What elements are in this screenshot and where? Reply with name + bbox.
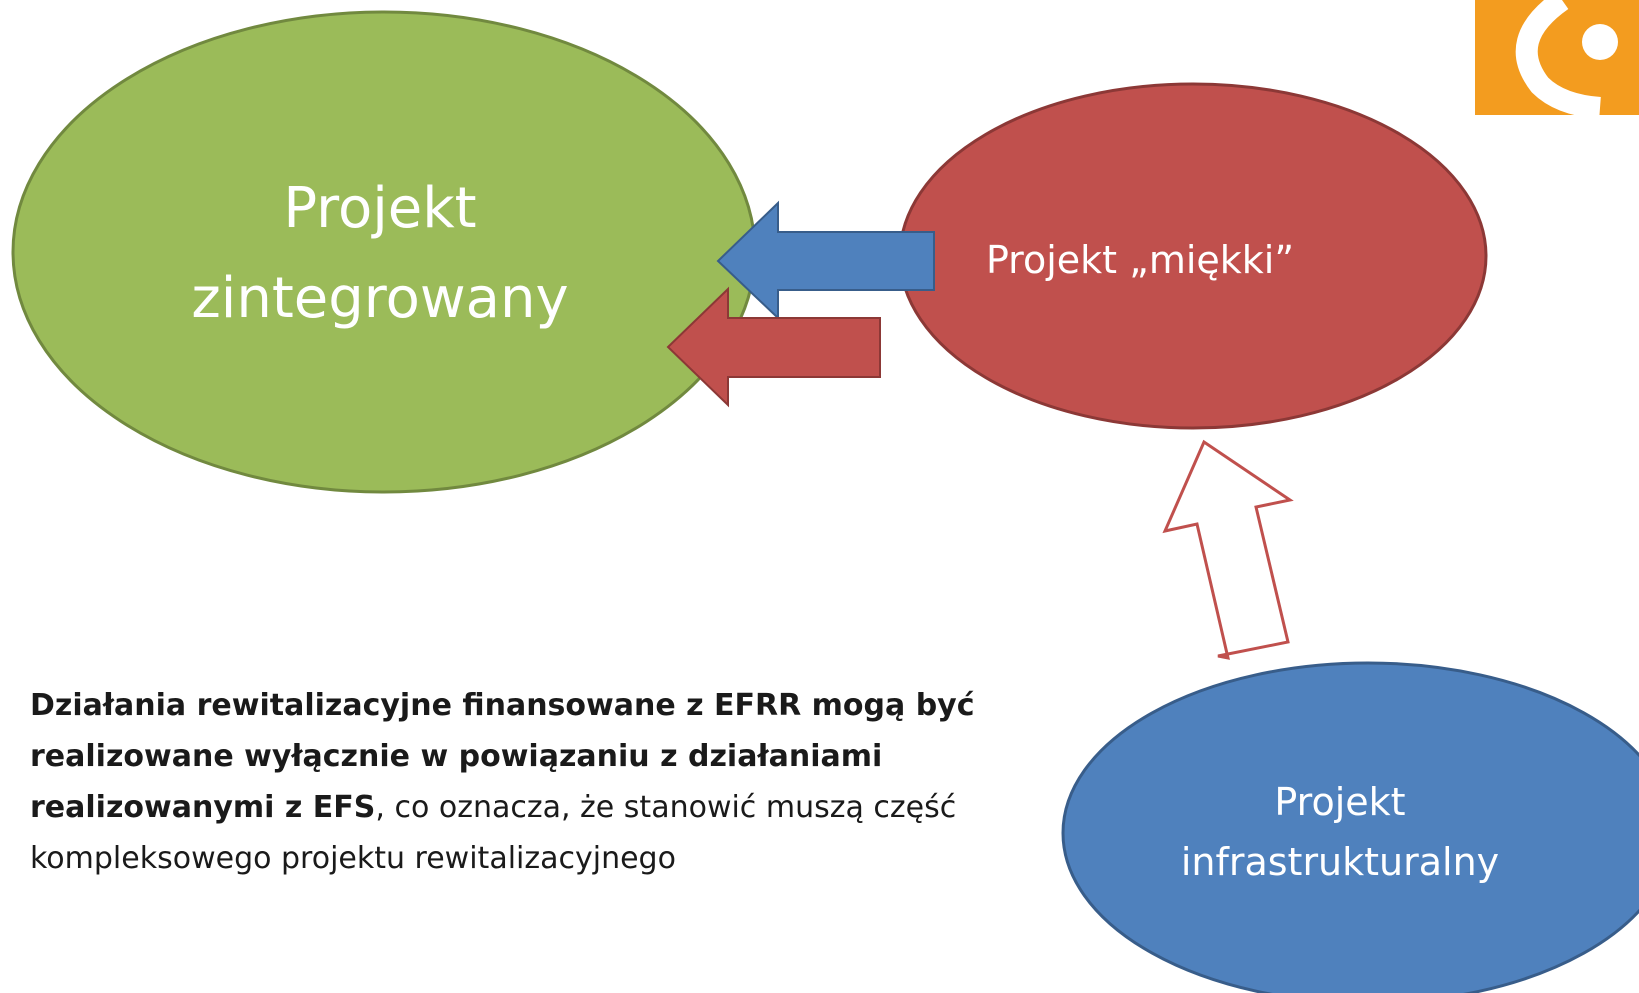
logo-corner-icon — [1475, 0, 1639, 119]
soft-project-label: Projekt „miękki” — [985, 238, 1295, 282]
note-regular-text: co oznacza, że stanowić muszą część komp… — [30, 790, 957, 876]
infrastructure-project-ellipse — [1061, 661, 1639, 993]
infrastructure-project-label: Projekt infrastrukturalny — [1110, 772, 1570, 892]
integrated-project-label-line1: Projekt — [283, 176, 477, 241]
up-arrow-outline-icon — [1162, 439, 1294, 660]
left-arrow-red-icon — [666, 286, 881, 408]
left-arrow-blue-icon — [716, 200, 935, 321]
explanatory-note: Działania rewitalizacyjne finansowane z … — [30, 680, 1030, 884]
note-bold-text: Działania rewitalizacyjne finansowane z … — [30, 688, 975, 825]
infrastructure-project-label-line1: Projekt — [1274, 780, 1406, 824]
note-comma: , — [375, 790, 385, 825]
infrastructure-project-label-line2: infrastrukturalny — [1180, 840, 1500, 884]
integrated-project-label-line2: zintegrowany — [191, 266, 569, 331]
integrated-project-label: Projekt zintegrowany — [60, 164, 700, 344]
